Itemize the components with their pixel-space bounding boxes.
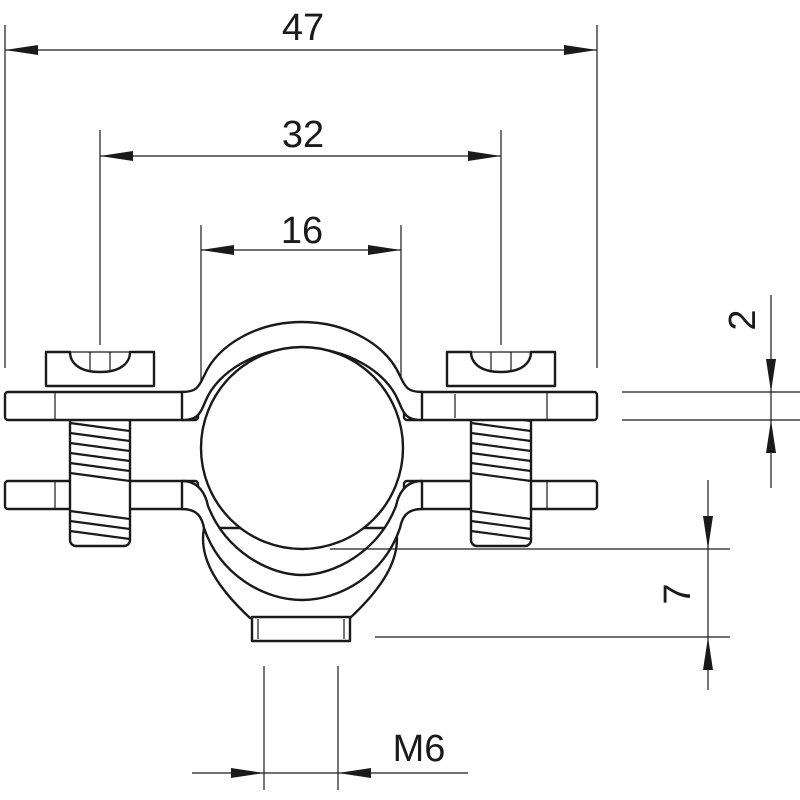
lower-strap-band [180,479,424,602]
dimension-label-32: 32 [282,114,324,156]
upper-clamp-strap [3,320,599,422]
right-screw-head [445,350,557,388]
weld-nut-base [250,615,352,643]
dimension-label-7: 7 [657,583,699,604]
upper-left-tab [3,390,200,422]
dimension-label-16: 16 [281,210,323,252]
dimension-strip-thickness: 2 [622,295,800,488]
dimension-screw-spacing: 32 [99,114,502,345]
dimension-overall-width: 47 [4,7,598,368]
left-screw-head [44,350,156,388]
upper-strap-band [180,320,424,422]
dimension-label-m6: M6 [393,728,446,770]
dimension-thread: M6 [192,666,468,790]
left-screw-thread [68,414,132,548]
dimension-label-47: 47 [282,7,324,49]
dimension-inner-diameter: 16 [200,210,402,400]
lower-clamp-strap [3,479,599,643]
upper-right-tab [402,390,599,422]
dimension-nut-height: 7 [330,480,730,690]
pipe-cross-section [199,345,405,551]
dimension-label-2: 2 [722,309,764,330]
